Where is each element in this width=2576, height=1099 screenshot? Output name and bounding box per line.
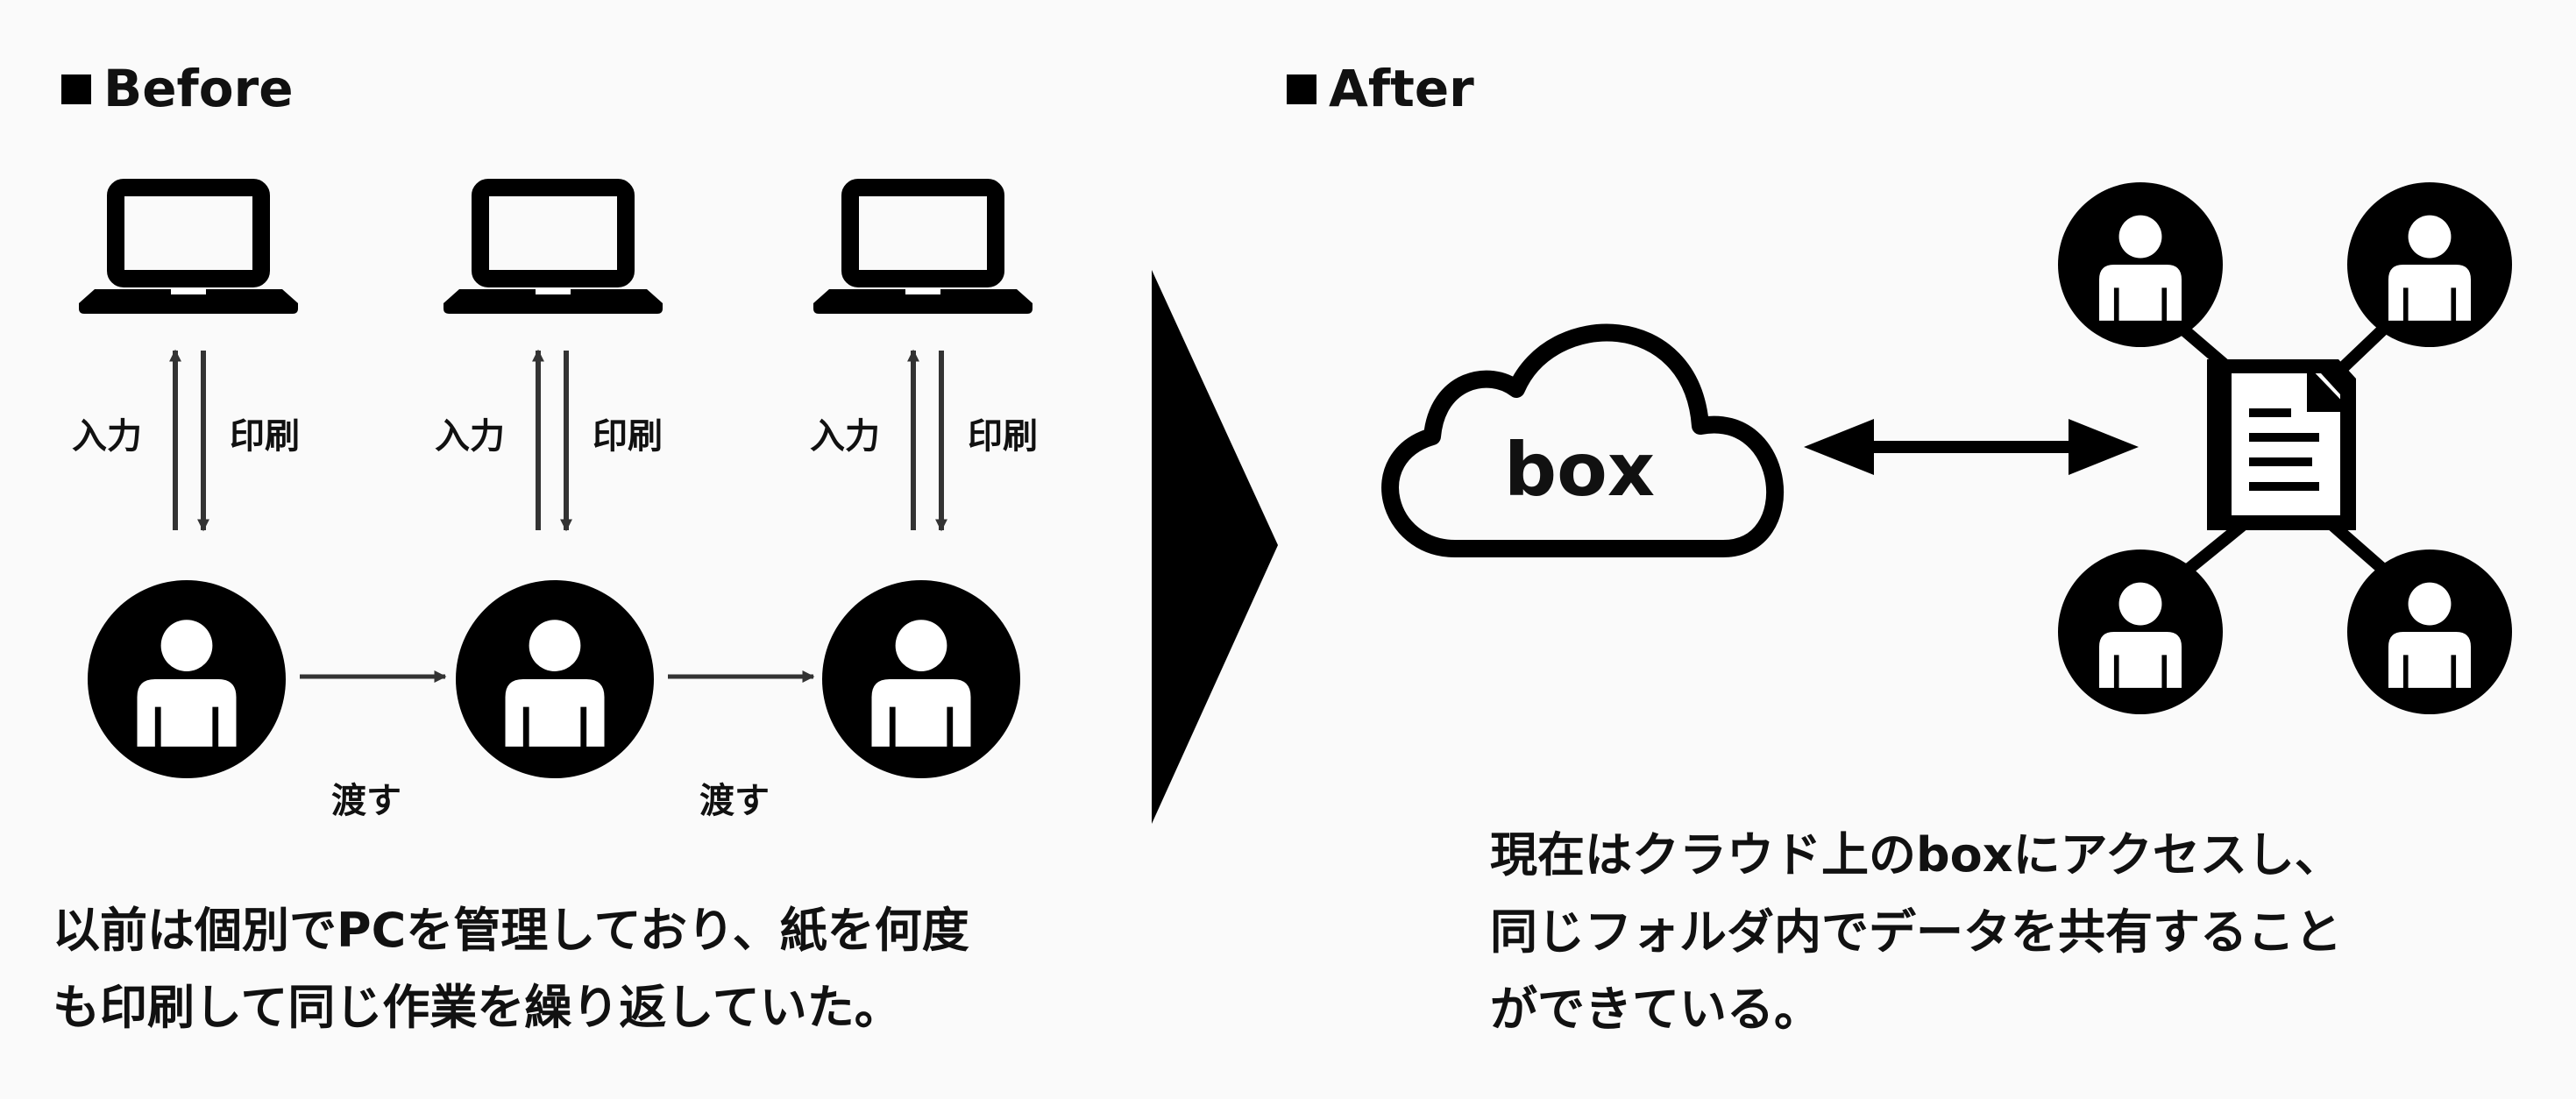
person-icon: [2058, 550, 2223, 714]
before-description: 以前は個別でPCを管理しており、紙を何度 も印刷して同じ作業を繰り返していた。: [53, 892, 1157, 1046]
handover-label: 渡す: [699, 781, 770, 821]
print-label: 印刷: [593, 416, 663, 457]
person-icon: [2347, 550, 2512, 714]
print-label: 印刷: [230, 416, 300, 457]
cloud-icon: [1381, 323, 1784, 557]
before-description-line: 以前は個別でPCを管理しており、紙を何度: [53, 903, 969, 958]
after-description-line: ができている。: [1490, 982, 1821, 1037]
before-description-line: も印刷して同じ作業を繰り返していた。: [53, 980, 902, 1035]
person-icon: [456, 580, 654, 778]
after-heading-text: After: [1329, 59, 1474, 118]
input-print-arrows: [169, 349, 947, 532]
person-icon: [88, 580, 286, 778]
double-arrow-icon: [1804, 419, 2139, 475]
square-bullet-icon: [1287, 74, 1316, 104]
print-label: 印刷: [968, 416, 1038, 457]
after-description-line: 現在はクラウド上のboxにアクセスし、: [1490, 827, 2342, 883]
triangle-arrow-icon: [1152, 270, 1278, 824]
handover-label: 渡す: [331, 781, 401, 821]
person-icon: [2347, 182, 2512, 347]
after-heading: After: [1287, 63, 1474, 114]
laptop-icon: [79, 188, 298, 314]
laptop-icon: [444, 188, 663, 314]
before-heading: Before: [61, 63, 294, 114]
cloud-label: box: [1504, 427, 1656, 513]
person-icon: [822, 580, 1020, 778]
input-label: 入力: [435, 416, 505, 457]
document-icon: [2207, 359, 2356, 530]
laptop-icon: [813, 188, 1033, 314]
before-heading-text: Before: [103, 59, 294, 118]
person-icon: [2058, 182, 2223, 347]
input-label: 入力: [72, 416, 142, 457]
after-description-line: 同じフォルダ内でデータを共有すること: [1490, 904, 2342, 960]
input-label: 入力: [810, 416, 880, 457]
after-description: 現在はクラウド上のboxにアクセスし、 同じフォルダ内でデータを共有すること が…: [1490, 817, 2542, 1048]
square-bullet-icon: [61, 74, 91, 104]
